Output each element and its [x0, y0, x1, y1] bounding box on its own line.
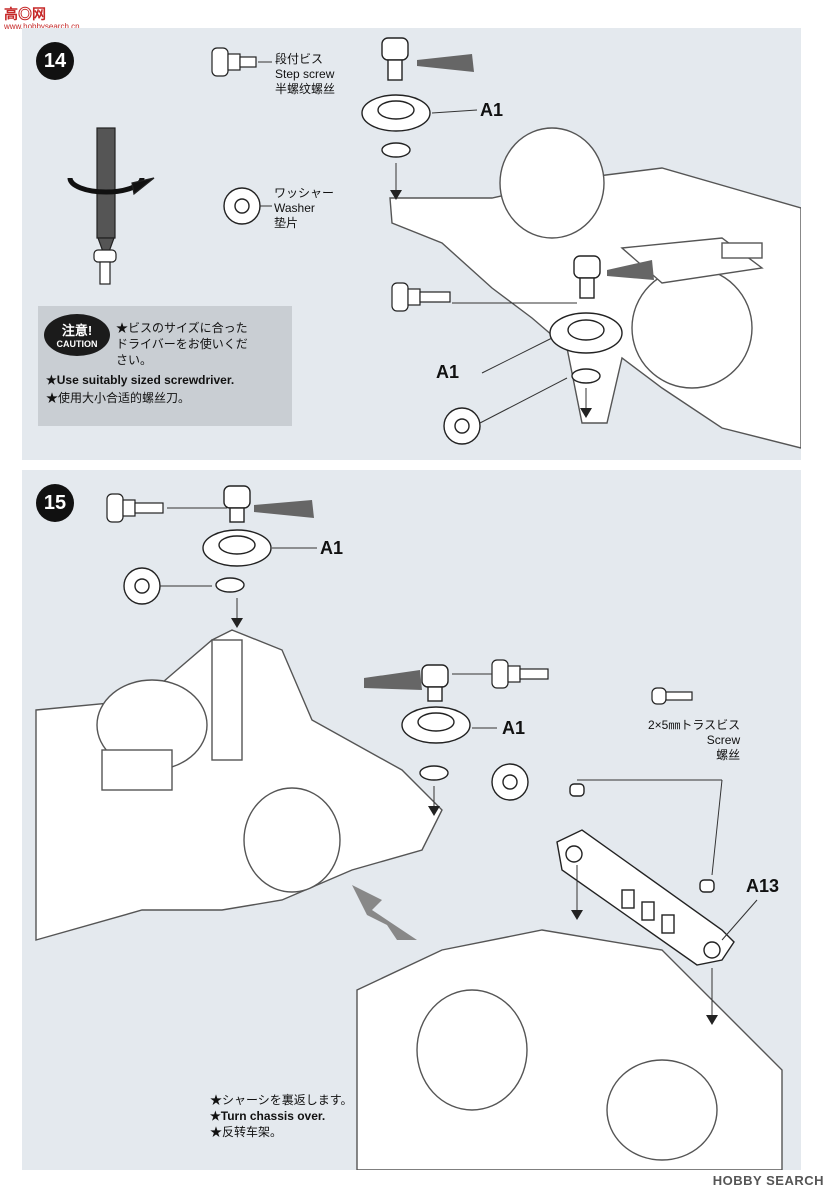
- part-a1-label-top: A1: [320, 538, 344, 558]
- site-logo-text: 高◎网: [4, 6, 46, 22]
- turn-over-note: ★シャーシを裏返します。 ★Turn chassis over. ★反转车架。: [210, 1092, 353, 1140]
- arrow-heads: [390, 190, 592, 418]
- turn-over-note-cn: ★反转车架。: [210, 1125, 283, 1139]
- glue-tube-drawings: [417, 54, 654, 280]
- washer-label: ワッシャー Washer 垫片: [274, 186, 334, 231]
- chassis-drawing: [389, 127, 801, 449]
- washer-label-cn: 垫片: [274, 216, 299, 230]
- part-a1-label-top: A1: [480, 100, 504, 120]
- caution-text-jp: ★ビスのサイズに合った ドライバーをお使いくだ さい。: [116, 320, 248, 368]
- glue-tube-drawings: [254, 500, 422, 690]
- hobby-search-logo: HOBBY SEARCH: [712, 1173, 824, 1188]
- a13-bracket-drawing: [556, 829, 735, 966]
- roller-drawings: [123, 485, 715, 893]
- step-15-illustration: [35, 485, 783, 1170]
- step-screw-drawings: [106, 493, 693, 705]
- step-14-illustration: [67, 37, 801, 449]
- roller-drawings: [223, 37, 623, 445]
- site-url: www.hobbysearch.cn: [4, 22, 80, 31]
- step-screw-label-jp: 段付ビス: [275, 52, 324, 66]
- turn-over-arrow: [352, 885, 417, 940]
- leader-lines: [160, 507, 758, 1015]
- washer-label-jp: ワッシャー: [274, 186, 335, 200]
- chassis-drawing-bottom: [356, 929, 783, 1170]
- step-14-number: 14: [36, 42, 74, 80]
- caution-badge: 注意! CAUTION: [44, 314, 110, 356]
- caution-badge-en: CAUTION: [56, 339, 98, 349]
- washer-label-en: Washer: [274, 201, 315, 215]
- step-screw-label: 段付ビス Step screw 半螺纹螺丝: [275, 52, 335, 97]
- truss-screw-label-cn: 螺丝: [716, 748, 741, 762]
- caution-text-cn: ★使用大小合适的螺丝刀。: [46, 391, 191, 405]
- step-screw-label-cn: 半螺纹螺丝: [275, 82, 336, 96]
- caution-box: 注意! CAUTION ★ビスのサイズに合った ドライバーをお使いくだ さい。 …: [38, 306, 292, 426]
- caution-jp-line-3: さい。: [116, 353, 153, 367]
- part-a13-label: A13: [746, 876, 780, 896]
- arrow-heads: [231, 618, 718, 1025]
- step-screw-label-en: Step screw: [275, 67, 335, 81]
- part-a1-label-bottom: A1: [436, 362, 460, 382]
- truss-screw-label-jp: 2×5㎜トラスビス: [648, 718, 741, 732]
- caution-jp-line-1: ★ビスのサイズに合った: [116, 321, 248, 335]
- step-15-panel: 15 A1 A1 2×5㎜トラスビス Screw 螺丝 A13 ★シャーシを裏返…: [22, 470, 801, 1170]
- screwdriver-drawing: [67, 127, 155, 285]
- step-15-number: 15: [36, 484, 74, 522]
- caution-text-en: ★Use suitably sized screwdriver.: [46, 373, 235, 387]
- chassis-drawing-top: [35, 629, 443, 941]
- turn-over-note-en: ★Turn chassis over.: [210, 1109, 326, 1123]
- truss-screw-label-en: Screw: [706, 733, 741, 747]
- truss-screw-label: 2×5㎜トラスビス Screw 螺丝: [648, 718, 740, 763]
- caution-badge-jp: 注意!: [61, 323, 93, 338]
- part-a1-label-middle: A1: [502, 718, 526, 738]
- step-screw-drawings: [211, 47, 451, 312]
- step-14-panel: 14 段付ビス Step screw 半螺纹螺丝 A1 ワッシャー Washer…: [22, 28, 801, 460]
- leader-lines: [258, 61, 587, 424]
- turn-over-note-jp: ★シャーシを裏返します。: [210, 1093, 353, 1107]
- caution-jp-line-2: ドライバーをお使いくだ: [116, 337, 248, 351]
